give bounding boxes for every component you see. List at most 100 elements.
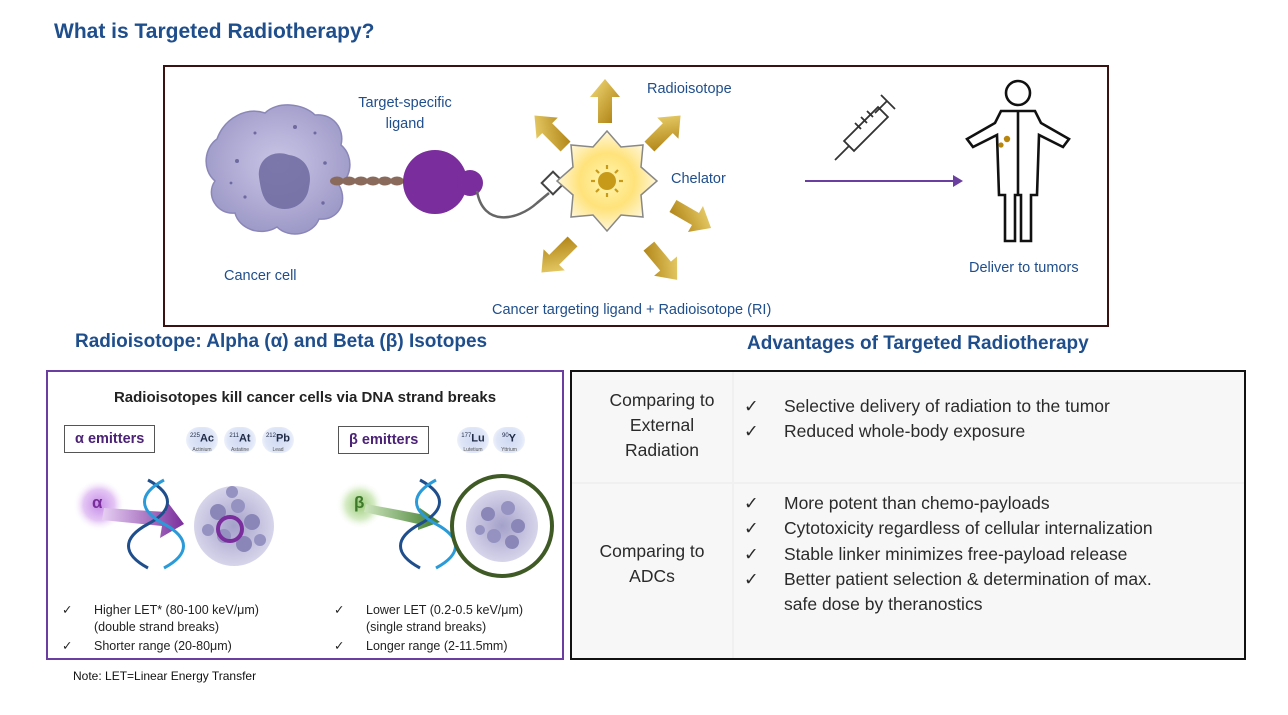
alpha-symbol: α xyxy=(92,493,103,512)
check-icon: ✓ xyxy=(744,493,759,513)
isotope-symbol: Y xyxy=(508,432,517,445)
alpha-point-1-line2: (double strand breaks) xyxy=(94,620,220,634)
list-item: ✓ Better patient selection & determinatio… xyxy=(744,567,1153,592)
targeted-radiotherapy-diagram: Target-specific ligand Radioisotope Chel… xyxy=(163,65,1109,327)
check-icon: ✓ xyxy=(744,396,759,416)
advantages-table: Comparing to External Radiation ✓Selecti… xyxy=(570,370,1246,660)
dna-icon xyxy=(399,478,457,570)
footnote: Note: LET=Linear Energy Transfer xyxy=(73,669,257,683)
isotope-name: Lead xyxy=(272,446,284,453)
category-line: Comparing to xyxy=(599,541,705,561)
label-target-ligand-line1: Target-specific xyxy=(358,95,452,111)
list-item-text: Stable linker minimizes free-payload rel… xyxy=(784,543,1128,564)
isotope-name: Lutetium xyxy=(463,446,483,453)
radioisotope-icon xyxy=(555,129,659,233)
category-line: ADCs xyxy=(629,566,675,586)
delivery-arrow xyxy=(805,175,963,187)
linker-line xyxy=(475,190,550,219)
label-deliver: Deliver to tumors xyxy=(969,260,1079,276)
label-target-ligand: Target-specific ligand xyxy=(350,93,460,135)
beta-point-2-line1: Longer range (2-11.5mm) xyxy=(366,639,508,653)
receptor-chain-icon xyxy=(330,176,404,186)
alpha-emitters-label: α emitters xyxy=(64,425,156,453)
isotope-panel-headline: Radioisotopes kill cancer cells via DNA … xyxy=(113,389,497,406)
isotope-lu-icon: 177Lu Lutetium xyxy=(457,427,489,453)
list-item-text: Reduced whole-body exposure xyxy=(784,421,1026,442)
category-external-radiation: Comparing to External Radiation xyxy=(582,388,742,463)
list-item-text: More potent than chemo-payloads xyxy=(784,493,1050,513)
advantages-section-title: Advantages of Targeted Radiotherapy xyxy=(747,333,1089,354)
label-radioisotope: Radioisotope xyxy=(647,81,732,97)
label-cancer-cell: Cancer cell xyxy=(224,268,297,284)
isotope-symbol: At xyxy=(238,432,251,445)
isotope-name: Astatine xyxy=(230,446,250,453)
tumor-dot-icon xyxy=(998,142,1004,148)
label-caption: Cancer targeting ligand + Radioisotope (… xyxy=(492,302,772,318)
isotope-y-icon: 90Y Yttrium xyxy=(493,427,525,453)
isotope-ac-icon: 225Ac Actinium xyxy=(186,427,218,453)
beta-point-1-line1: Lower LET (0.2-0.5 keV/μm) xyxy=(366,603,524,617)
tumor-cluster-icon xyxy=(450,474,554,578)
list-item: ✓ Stable linker minimizes free-payload re… xyxy=(744,542,1153,567)
list-item: ✓ Reduced whole-body exposure xyxy=(744,419,1110,444)
dna-icon xyxy=(127,478,185,570)
alpha-point-2-line1: Shorter range (20-80μm) xyxy=(94,639,232,653)
category-line: Radiation xyxy=(625,440,699,460)
label-target-ligand-line2: ligand xyxy=(385,116,425,132)
isotope-mass: 212 xyxy=(265,433,276,439)
list-item: ✓Selective delivery of radiation to the … xyxy=(744,394,1110,419)
row-divider xyxy=(572,482,1244,484)
column-divider xyxy=(732,372,734,658)
list-item-continuation: safe dose by theranostics xyxy=(744,592,1153,617)
category-line: Comparing to xyxy=(609,390,715,410)
isotope-mass: 177 xyxy=(461,433,472,439)
patient-icon xyxy=(965,79,1071,243)
syringe-icon xyxy=(834,94,896,161)
check-icon: ✓ xyxy=(334,603,345,617)
ligand-icon xyxy=(403,150,483,214)
beta-point-2: ✓ Longer range (2-11.5mm) xyxy=(334,638,560,655)
list-item-text: Cytotoxicity regardless of cellular inte… xyxy=(784,518,1153,539)
isotope-illustration xyxy=(73,474,554,578)
beta-point-1: ✓ Lower LET (0.2-0.5 keV/μm) (single str… xyxy=(334,602,560,636)
check-icon: ✓ xyxy=(62,639,73,653)
check-icon: ✓ xyxy=(334,639,345,653)
tumor-dot-icon xyxy=(1003,135,1011,143)
isotope-panel: Radioisotopes kill cancer cells via DNA … xyxy=(46,370,564,660)
list-item: ✓ More potent than chemo-payloads xyxy=(744,491,1153,516)
radioisotope-section-title: Radioisotope: Alpha (α) and Beta (β) Iso… xyxy=(75,331,488,352)
list-item-text: safe dose by theranostics xyxy=(784,594,983,615)
isotope-symbol: Lu xyxy=(471,432,485,445)
check-icon: ✓ xyxy=(744,568,759,589)
category-line: External xyxy=(629,415,695,435)
category-adcs: Comparing to ADCs xyxy=(572,539,732,589)
alpha-point-1-line1: Higher LET* (80-100 keV/μm) xyxy=(94,603,259,617)
check-icon: ✓ xyxy=(62,603,73,617)
isotope-mass: 90 xyxy=(501,433,509,439)
table-row-bg xyxy=(572,372,1244,482)
beta-particle-glow xyxy=(336,481,384,529)
isotope-name: Yttrium xyxy=(501,446,517,453)
cancer-cell-icon xyxy=(205,104,351,235)
isotope-symbol: Ac xyxy=(199,432,215,445)
check-icon: ✓ xyxy=(744,543,759,564)
list-item-text: Better patient selection & determination… xyxy=(784,568,1152,589)
isotope-mass: 211 xyxy=(229,433,239,439)
beta-emitters-label: β emitters xyxy=(338,426,430,454)
diagram-illustration xyxy=(205,79,1071,280)
list-item: ✓ Cytotoxicity regardless of cellular int… xyxy=(744,516,1153,541)
alpha-arrow xyxy=(102,500,184,538)
check-icon: ✓ xyxy=(744,518,759,539)
external-radiation-items: ✓Selective delivery of radiation to the … xyxy=(744,394,1110,445)
beta-symbol: β xyxy=(354,493,365,512)
label-chelator: Chelator xyxy=(671,171,726,187)
isotope-symbol: Pb xyxy=(275,432,291,445)
radiation-arrows xyxy=(534,79,712,280)
table-row-bg xyxy=(572,484,1244,658)
isotope-name: Actinium xyxy=(192,446,212,453)
adc-items: ✓ More potent than chemo-payloads ✓ Cytoto… xyxy=(744,491,1153,617)
check-icon: ✓ xyxy=(744,421,759,442)
tumor-cluster-icon xyxy=(194,486,274,566)
page-title: What is Targeted Radiotherapy? xyxy=(54,20,375,43)
isotope-pb-icon: 212Pb Lead xyxy=(262,427,294,453)
